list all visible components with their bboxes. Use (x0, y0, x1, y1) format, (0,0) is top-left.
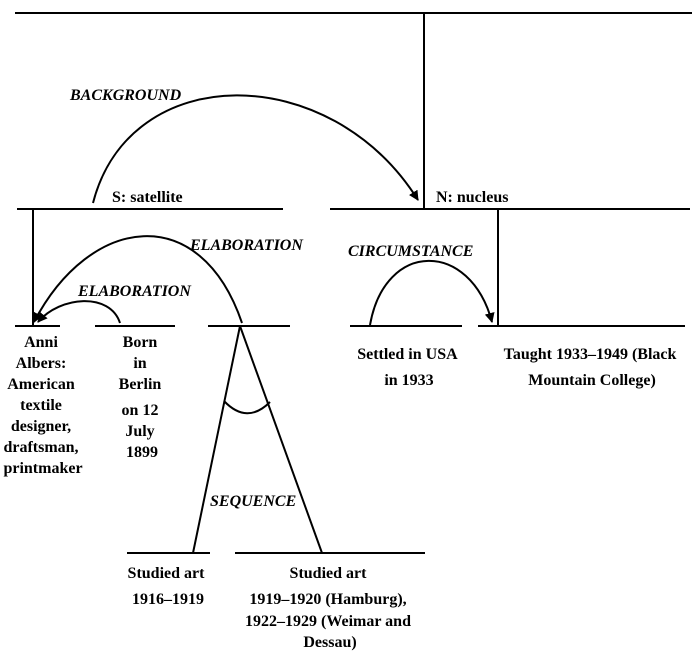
leaf-born-text: Born in Berlin on 12 July 1899 (119, 334, 166, 461)
elaboration-outer-label: ELABORATION (189, 237, 304, 254)
leaf-studied2-line-4: Dessau) (303, 634, 356, 651)
sequence-left-branch (192, 325, 241, 554)
leaf-studied1-text: Studied art 1916–1919 (128, 565, 209, 608)
elaboration-inner-label: ELABORATION (77, 283, 192, 300)
leaf-anni-line-3: American (7, 376, 75, 393)
background-arc (92, 94, 419, 204)
leaf-anni-text: Anni Albers: American textile designer, … (3, 334, 82, 477)
leaf-studied1-line-2: 1916–1919 (132, 591, 204, 608)
leaf-anni-line-7: printmaker (3, 460, 82, 477)
leaf-born-line-2: in (133, 355, 146, 372)
sequence-relation-label: SEQUENCE (210, 493, 296, 510)
leaf-anni-line-5: designer, (11, 418, 71, 435)
circumstance-relation-label: CIRCUMSTANCE (348, 243, 473, 260)
leaf-born-line-4: on 12 (122, 402, 159, 419)
leaf-born-line-1: Born (123, 334, 158, 351)
leaf-born-line-5: July (125, 423, 154, 440)
leaf-studied2-line-1: Studied art (290, 565, 368, 582)
leaf-settled-line-1: Settled in USA (357, 346, 458, 363)
leaf-studied2-line-2: 1919–1920 (Hamburg), (249, 591, 406, 608)
sequence-right-branch (239, 325, 323, 554)
elaboration-inner-arc (37, 300, 121, 324)
circumstance-arc (369, 260, 495, 326)
leaf-taught-text: Taught 1933–1949 (Black Mountain College… (504, 346, 681, 389)
leaf-taught-line-1: Taught 1933–1949 (Black (504, 346, 677, 363)
elaboration-outer-arc (33, 235, 243, 324)
leaf-born-line-6: 1899 (126, 444, 158, 461)
leaf-taught-line-2: Mountain College) (528, 372, 656, 389)
leaf-settled-text: Settled in USA in 1933 (357, 346, 461, 389)
leaf-studied1-line-1: Studied art (128, 565, 206, 582)
leaf-anni-line-6: draftsman, (3, 439, 78, 456)
leaf-anni-line-1: Anni (24, 334, 58, 351)
leaf-studied2-text: Studied art 1919–1920 (Hamburg), 1922–19… (245, 565, 415, 651)
satellite-label: S: satellite (112, 189, 183, 206)
leaf-settled-line-2: in 1933 (384, 372, 433, 389)
sequence-angle-arc (223, 400, 271, 415)
nucleus-label: N: nucleus (436, 189, 508, 206)
leaf-born-line-3: Berlin (119, 376, 162, 393)
leaf-anni-line-2: Albers: (16, 355, 67, 372)
leaf-studied2-line-3: 1922–1929 (Weimar and (245, 613, 411, 630)
leaf-anni-line-4: textile (20, 397, 62, 414)
background-relation-label: BACKGROUND (69, 87, 182, 104)
